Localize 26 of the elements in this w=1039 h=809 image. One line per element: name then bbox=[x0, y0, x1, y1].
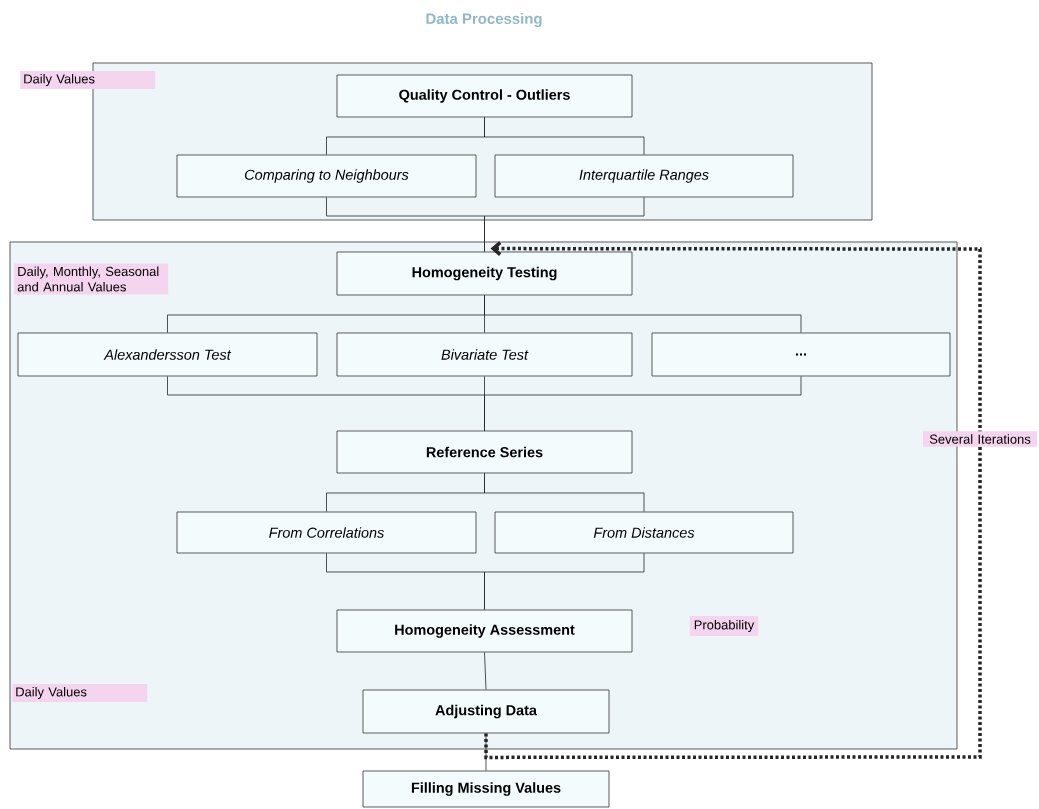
title: Data Processing bbox=[426, 13, 542, 27]
connector bbox=[484, 241, 982, 760]
connector bbox=[484, 295, 802, 333]
process-box: Homogeneity Testing bbox=[336, 251, 633, 296]
process-box: Reference Series bbox=[336, 430, 633, 474]
process-box: ... bbox=[651, 332, 951, 377]
process-box: Comparing to Neighbours bbox=[176, 154, 477, 198]
process-box: From Correlations bbox=[176, 511, 477, 554]
connector bbox=[485, 733, 487, 771]
process-box: From Distances bbox=[494, 511, 794, 554]
process-box: Quality Control - Outliers bbox=[336, 74, 633, 118]
connector bbox=[484, 473, 645, 512]
connector bbox=[484, 553, 645, 610]
edge-label: Several Iterations bbox=[923, 431, 1037, 447]
panel-tag: Daily Values bbox=[20, 70, 156, 90]
connector bbox=[484, 376, 802, 431]
process-box: Homogeneity Assessment bbox=[336, 609, 633, 653]
process-box: Filling Missing Values bbox=[362, 770, 610, 808]
process-box: Interquartile Ranges bbox=[494, 154, 794, 198]
connector bbox=[484, 197, 645, 252]
panel-tag: Daily, Monthly, Seasonal and Annual Values bbox=[14, 263, 169, 295]
connector bbox=[484, 117, 645, 155]
connector bbox=[484, 652, 487, 690]
process-box: Bivariate Test bbox=[336, 332, 633, 377]
process-box: Adjusting Data bbox=[362, 689, 610, 734]
process-box: Alexandersson Test bbox=[17, 332, 318, 377]
